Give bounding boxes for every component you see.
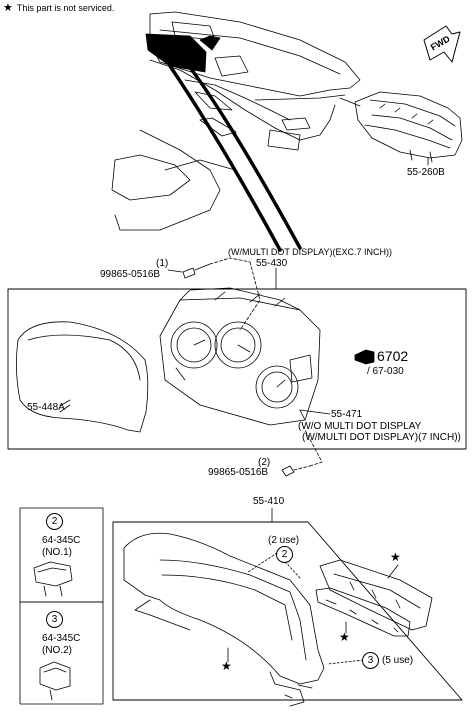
star-marker-upper-strip: ★ xyxy=(390,550,401,564)
meter-hood-55-410-drawing xyxy=(123,532,325,707)
bolt-2-drawing xyxy=(281,429,323,477)
marker-number-3: 3 xyxy=(362,652,379,669)
callout-6702: 6702 xyxy=(377,348,409,364)
callout-5-use: (5 use) xyxy=(382,655,414,666)
panel-item-2-part: 64-345C xyxy=(42,535,81,546)
panel-item-3-note: (NO.2) xyxy=(42,645,72,656)
star-marker-icon: ★ xyxy=(3,2,13,14)
reference-arrow-icon xyxy=(354,349,375,365)
trim-strip-upper-drawing xyxy=(319,559,433,631)
callout-67-030: / 67-030 xyxy=(367,366,404,377)
panel-item-2-number: 2 xyxy=(46,513,63,530)
star-marker-lower-strip: ★ xyxy=(339,630,350,644)
panel-item-3-number: 3 xyxy=(46,611,63,628)
part-55-260b-drawing xyxy=(339,91,463,166)
callout-bolt-1: 99865-0516B xyxy=(100,269,161,280)
callout-55-410: 55-410 xyxy=(253,496,285,507)
callout-wo-multi-dot: (W/O MULTI DOT DISPLAY xyxy=(298,421,422,432)
callout-ref-1: (1) xyxy=(156,258,169,269)
forward-arrow-icon xyxy=(423,25,461,63)
clip-side-panel xyxy=(19,507,104,705)
panel-item-2-note: (NO.1) xyxy=(42,547,72,558)
callout-55-471: 55-471 xyxy=(331,409,363,420)
assembly-box-55-410 xyxy=(112,521,463,701)
panel-item-3-part: 64-345C xyxy=(42,633,81,644)
star-marker-hood: ★ xyxy=(221,659,232,673)
callout-55-430: 55-430 xyxy=(256,258,288,269)
callout-variant-header: (W/MULTI DOT DISPLAY)(EXC.7 INCH)) xyxy=(228,247,393,257)
dashboard-illustration xyxy=(111,11,361,252)
callout-2-use: (2 use) xyxy=(268,535,300,546)
legend: ★This part is not serviced. xyxy=(3,3,114,14)
bolt-1-drawing xyxy=(182,257,261,331)
assembly-box-55-430 xyxy=(7,288,467,450)
callout-ref-2: (2) xyxy=(258,457,271,468)
callout-55-448a: 55-448A xyxy=(27,402,65,413)
callout-bolt-2: 99865-0516B xyxy=(208,467,269,478)
legend-text: This part is not serviced. xyxy=(16,3,115,13)
callout-55-260b: 55-260B xyxy=(407,167,445,178)
cover-55-448a-drawing xyxy=(16,321,149,433)
trim-strip-lower-drawing xyxy=(315,587,411,637)
instrument-cluster-55-430-drawing xyxy=(159,287,321,426)
marker-number-2: 2 xyxy=(276,546,293,563)
callout-w-multi-dot-7inch: (W/MULTI DOT DISPLAY)(7 INCH)) xyxy=(302,432,461,443)
